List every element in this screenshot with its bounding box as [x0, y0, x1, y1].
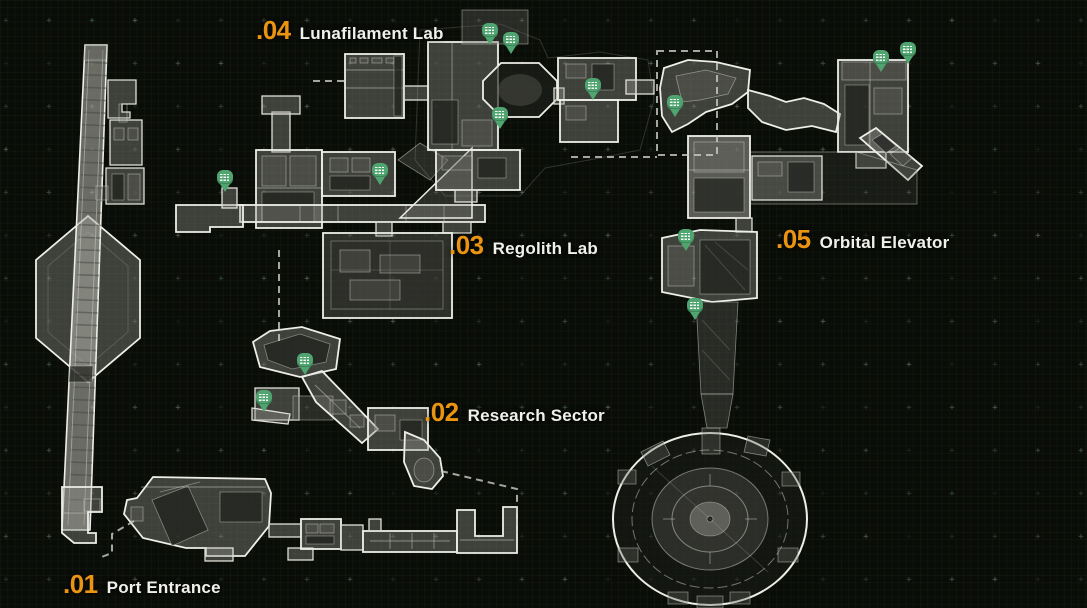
map-marker-tail: [876, 64, 886, 72]
map-marker-tail: [670, 109, 680, 117]
map-marker-tail: [690, 312, 700, 320]
map-marker[interactable]: [665, 95, 685, 117]
port-shaft-structure: [35, 44, 145, 544]
orbital-elevator-structure: [659, 59, 924, 429]
grid-pin-icon: [259, 394, 269, 401]
map-marker[interactable]: [676, 229, 696, 251]
map-marker-tail: [375, 177, 385, 185]
map-marker-head: [503, 32, 519, 47]
map-marker-tail: [495, 121, 505, 129]
grid-pin-icon: [690, 302, 700, 309]
grid-pin-icon: [670, 99, 680, 106]
grid-pin-icon: [495, 111, 505, 118]
map-marker-head: [687, 298, 703, 313]
map-marker-tail: [588, 92, 598, 100]
launch-pad-structure: [612, 427, 808, 608]
map-marker[interactable]: [871, 50, 891, 72]
area-number: .03: [449, 230, 484, 260]
area-number: .05: [776, 224, 811, 254]
map-marker-head: [482, 23, 498, 38]
map-marker-tail: [903, 56, 913, 64]
grid-pin-icon: [903, 46, 913, 53]
research-sector-structure: [251, 326, 444, 490]
map-marker-tail: [220, 184, 230, 192]
map-marker-head: [678, 229, 694, 244]
map-marker[interactable]: [254, 390, 274, 412]
map-marker[interactable]: [480, 23, 500, 45]
map-marker[interactable]: [490, 107, 510, 129]
grid-pin-icon: [220, 174, 230, 181]
port-entrance-structure: [123, 476, 518, 562]
map-marker-head: [900, 42, 916, 57]
map-marker[interactable]: [583, 78, 603, 100]
area-name: Lunafilament Lab: [299, 24, 444, 43]
area-label-research-sector: .02 Research Sector: [424, 399, 605, 426]
map-marker-head: [492, 107, 508, 122]
grid-pin-icon: [300, 357, 310, 364]
map-marker-tail: [300, 367, 310, 375]
map-marker-tail: [485, 37, 495, 45]
map-marker-tail: [506, 46, 516, 54]
map-marker[interactable]: [295, 353, 315, 375]
map-marker[interactable]: [501, 32, 521, 54]
area-number: .01: [63, 569, 98, 599]
map-marker-head: [217, 170, 233, 185]
area-label-regolith-lab: .03 Regolith Lab: [449, 232, 598, 259]
grid-pin-icon: [485, 27, 495, 34]
map-marker-tail: [259, 404, 269, 412]
map-marker-head: [873, 50, 889, 65]
dashed-route-lines: [98, 50, 718, 559]
map-marker-head: [585, 78, 601, 93]
map-marker-tail: [681, 243, 691, 251]
map-marker-head: [667, 95, 683, 110]
map-marker-head: [297, 353, 313, 368]
map-marker-head: [372, 163, 388, 178]
area-number: .04: [256, 15, 291, 45]
area-label-port-entrance: .01 Port Entrance: [63, 571, 221, 598]
map-marker[interactable]: [898, 42, 918, 64]
map-marker[interactable]: [215, 170, 235, 192]
grid-pin-icon: [681, 233, 691, 240]
grid-pin-icon: [375, 167, 385, 174]
area-number: .02: [424, 397, 459, 427]
area-name: Research Sector: [467, 406, 605, 425]
grid-pin-icon: [588, 82, 598, 89]
map-marker-head: [256, 390, 272, 405]
grid-pin-icon: [876, 54, 886, 61]
area-name: Orbital Elevator: [819, 233, 950, 252]
area-name: Regolith Lab: [492, 239, 598, 258]
area-label-orbital-elevator: .05 Orbital Elevator: [776, 226, 949, 253]
area-name: Port Entrance: [106, 578, 221, 597]
map-marker[interactable]: [370, 163, 390, 185]
area-label-lunafilament-lab: .04 Lunafilament Lab: [256, 17, 444, 44]
map-marker[interactable]: [685, 298, 705, 320]
grid-pin-icon: [506, 36, 516, 43]
